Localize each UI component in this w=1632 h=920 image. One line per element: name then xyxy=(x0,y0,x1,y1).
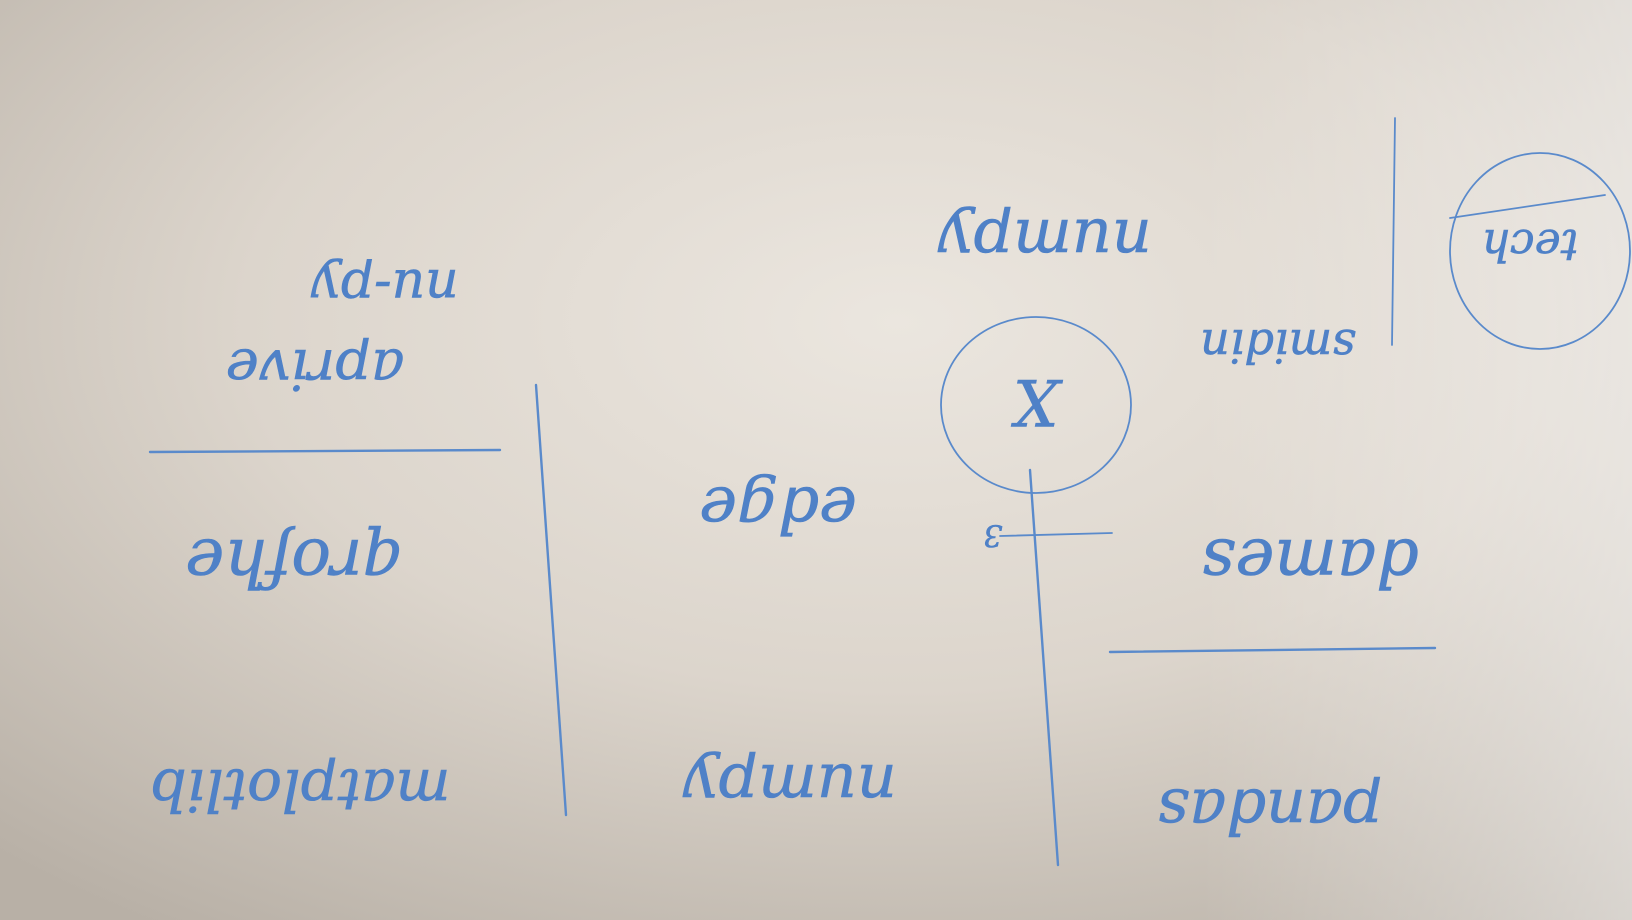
word-aprive: aprive xyxy=(226,336,405,401)
word-tech: tech xyxy=(1482,219,1579,270)
word-nu-py: nu-py xyxy=(311,257,459,317)
word-edge: edge xyxy=(699,472,857,546)
divider-right xyxy=(1391,117,1396,346)
word-numpy-mid: numpy xyxy=(682,750,896,823)
word-matplotlib: matplotlib xyxy=(149,756,450,824)
word-x-mark: X xyxy=(1011,364,1064,438)
tick-line xyxy=(999,532,1113,537)
circle-tech-slash xyxy=(1449,194,1606,219)
tick-number: 3 xyxy=(983,517,1002,552)
word-numpy-top: numpy xyxy=(937,205,1151,278)
circle-x xyxy=(940,316,1132,494)
word-pandas: pandas xyxy=(1157,775,1382,848)
word-dames: dames xyxy=(1201,524,1418,601)
divider-middle xyxy=(1028,468,1060,867)
word-smidin: smidin xyxy=(1200,319,1356,373)
underline-right xyxy=(1108,646,1437,654)
underline-left xyxy=(148,448,502,454)
circle-tech xyxy=(1449,152,1631,350)
divider-left xyxy=(534,383,568,817)
word-qrofhe: qrofhe xyxy=(185,524,405,601)
